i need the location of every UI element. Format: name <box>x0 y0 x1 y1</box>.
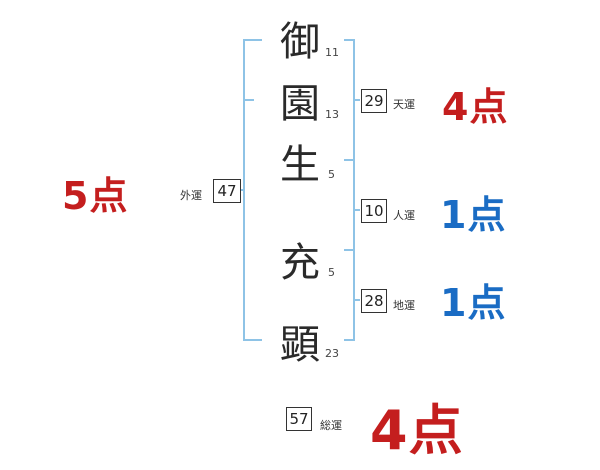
name-char-3: 生 <box>280 142 320 188</box>
souun-score: 4点 <box>370 399 464 462</box>
gaiun-label: 外運 <box>180 189 202 202</box>
chiun-value-box: 28 <box>361 289 387 313</box>
souun-label: 総運 <box>320 419 342 432</box>
souun-value-box: 57 <box>286 407 312 431</box>
name-char-1: 御 <box>280 19 320 65</box>
stroke-count-4: 5 <box>328 266 335 279</box>
name-char-4: 充 <box>280 240 320 286</box>
stroke-count-3: 5 <box>328 168 335 181</box>
jinun-score: 1点 <box>440 193 507 237</box>
gaiun-value-box: 47 <box>213 179 241 203</box>
tenun-label: 天運 <box>393 98 415 111</box>
stroke-count-2: 13 <box>325 108 339 121</box>
tenun-score: 4点 <box>442 85 509 129</box>
gaiun-score: 5点 <box>62 174 129 218</box>
stroke-count-5: 23 <box>325 347 339 360</box>
chiun-score: 1点 <box>440 281 507 325</box>
name-char-5: 顕 <box>280 322 320 368</box>
jinun-value-box: 10 <box>361 199 387 223</box>
name-char-2: 園 <box>280 81 320 127</box>
stroke-count-1: 11 <box>325 46 339 59</box>
jinun-label: 人運 <box>393 209 415 222</box>
chiun-label: 地運 <box>393 299 415 312</box>
tenun-value-box: 29 <box>361 89 387 113</box>
